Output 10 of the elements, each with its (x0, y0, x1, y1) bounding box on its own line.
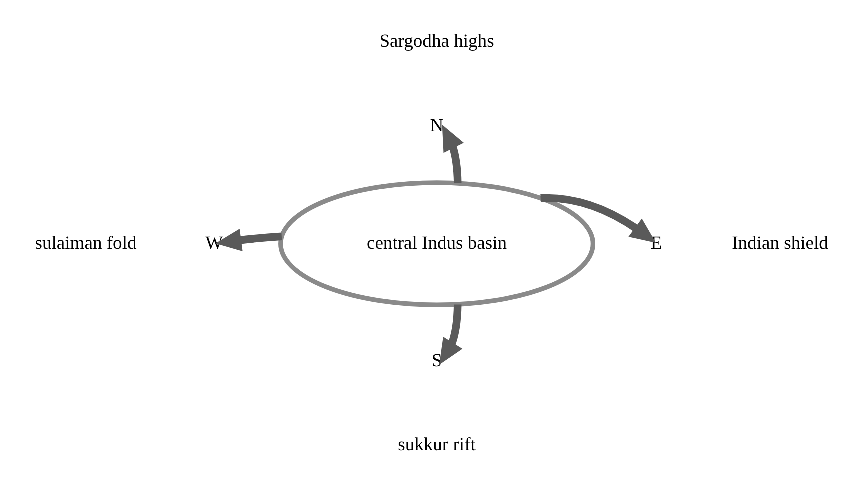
node-label: Indian shield (732, 232, 828, 254)
node-label: sulaiman fold (34, 232, 136, 254)
node-label: sukkur rift (398, 434, 476, 456)
node-text: N (430, 115, 444, 136)
node-ellipse: central Indus basin (278, 180, 596, 308)
arrow (438, 304, 462, 365)
arrow (442, 124, 464, 184)
arrow (215, 229, 282, 252)
arrow (540, 194, 656, 244)
node-label: Sargodha highs (379, 31, 494, 52)
